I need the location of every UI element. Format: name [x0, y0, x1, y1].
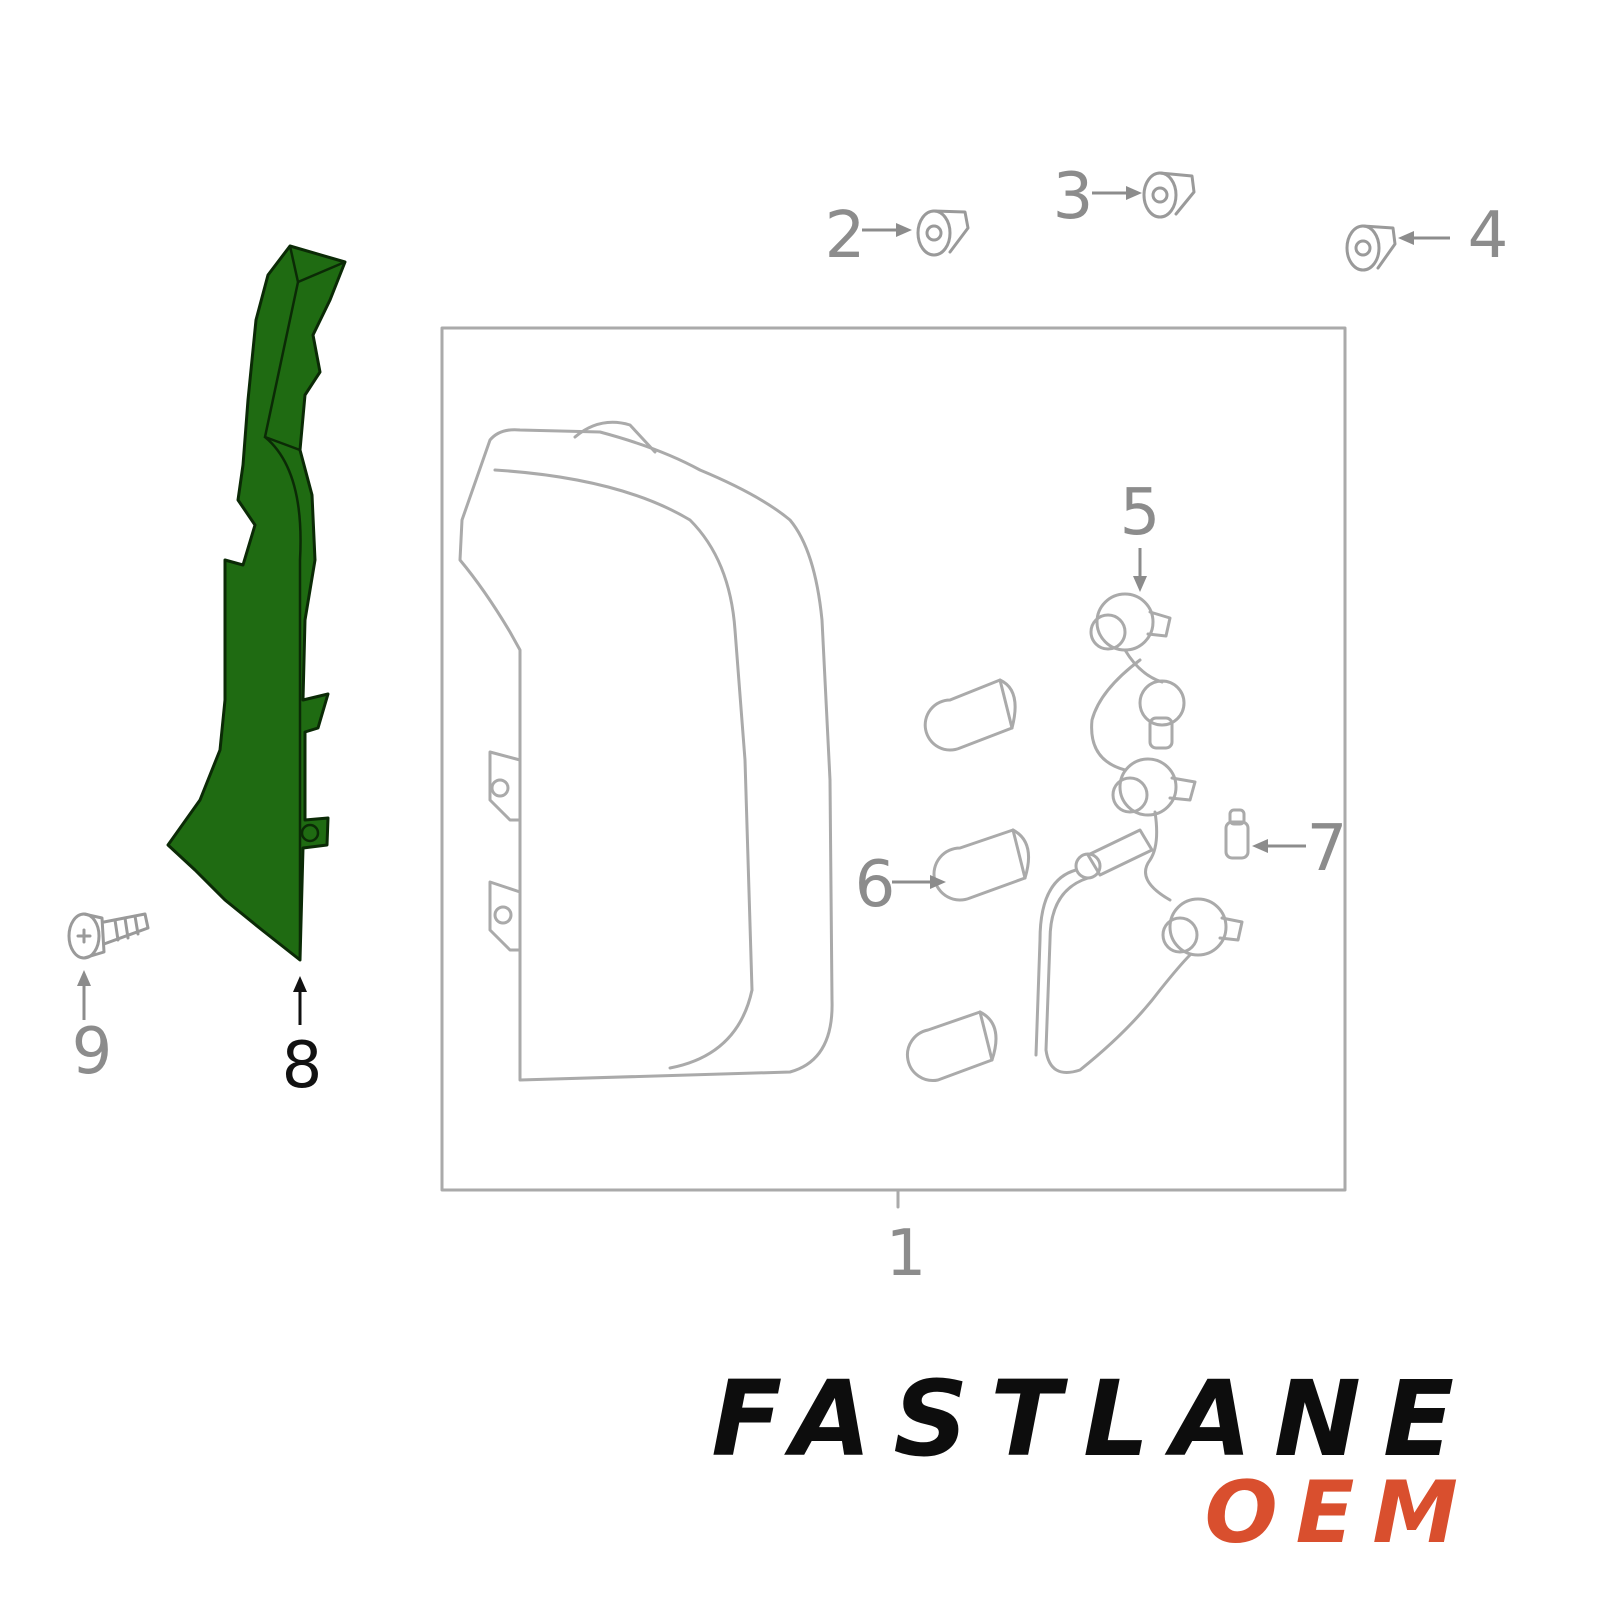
callout-8[interactable]: 8	[282, 1029, 323, 1103]
tail-lamp-housing[interactable]	[458, 420, 834, 1082]
callout-3[interactable]: 3	[1053, 160, 1094, 234]
part-3-grommet[interactable]	[1142, 171, 1196, 219]
arrow-8	[293, 976, 307, 1025]
part-2-grommet[interactable]	[916, 209, 970, 257]
callout-6[interactable]: 6	[855, 848, 896, 922]
part-1-lamp-assembly-box[interactable]	[440, 326, 1347, 1209]
callout-7[interactable]: 7	[1307, 812, 1348, 886]
callout-9[interactable]: 9	[72, 1015, 113, 1089]
bulb-bottom	[906, 1010, 998, 1082]
part-6-bulb[interactable]	[932, 828, 1030, 902]
brand-logo: FASTLANE OEM	[711, 1358, 1476, 1563]
part-9-screw[interactable]	[67, 912, 150, 960]
arrow-3	[1092, 186, 1142, 200]
brand-name: FASTLANE	[711, 1358, 1476, 1480]
part-8-trim-panel[interactable]	[166, 244, 347, 962]
brand-sub: OEM	[1205, 1463, 1476, 1563]
callout-1[interactable]: 1	[886, 1217, 927, 1291]
callout-5[interactable]: 5	[1120, 476, 1161, 550]
arrow-4	[1398, 231, 1450, 245]
callout-2[interactable]: 2	[825, 199, 866, 273]
arrow-9	[77, 970, 91, 1020]
arrow-6	[892, 875, 946, 889]
part-5-socket-harness[interactable]	[1034, 592, 1244, 1074]
bulb-top	[923, 678, 1017, 752]
part-4-grommet[interactable]	[1345, 224, 1397, 272]
arrow-2	[862, 223, 912, 237]
part-7-small-bulb[interactable]	[1224, 808, 1250, 860]
callout-4[interactable]: 4	[1468, 199, 1509, 273]
arrow-5	[1133, 548, 1147, 592]
arrow-7	[1252, 839, 1306, 853]
